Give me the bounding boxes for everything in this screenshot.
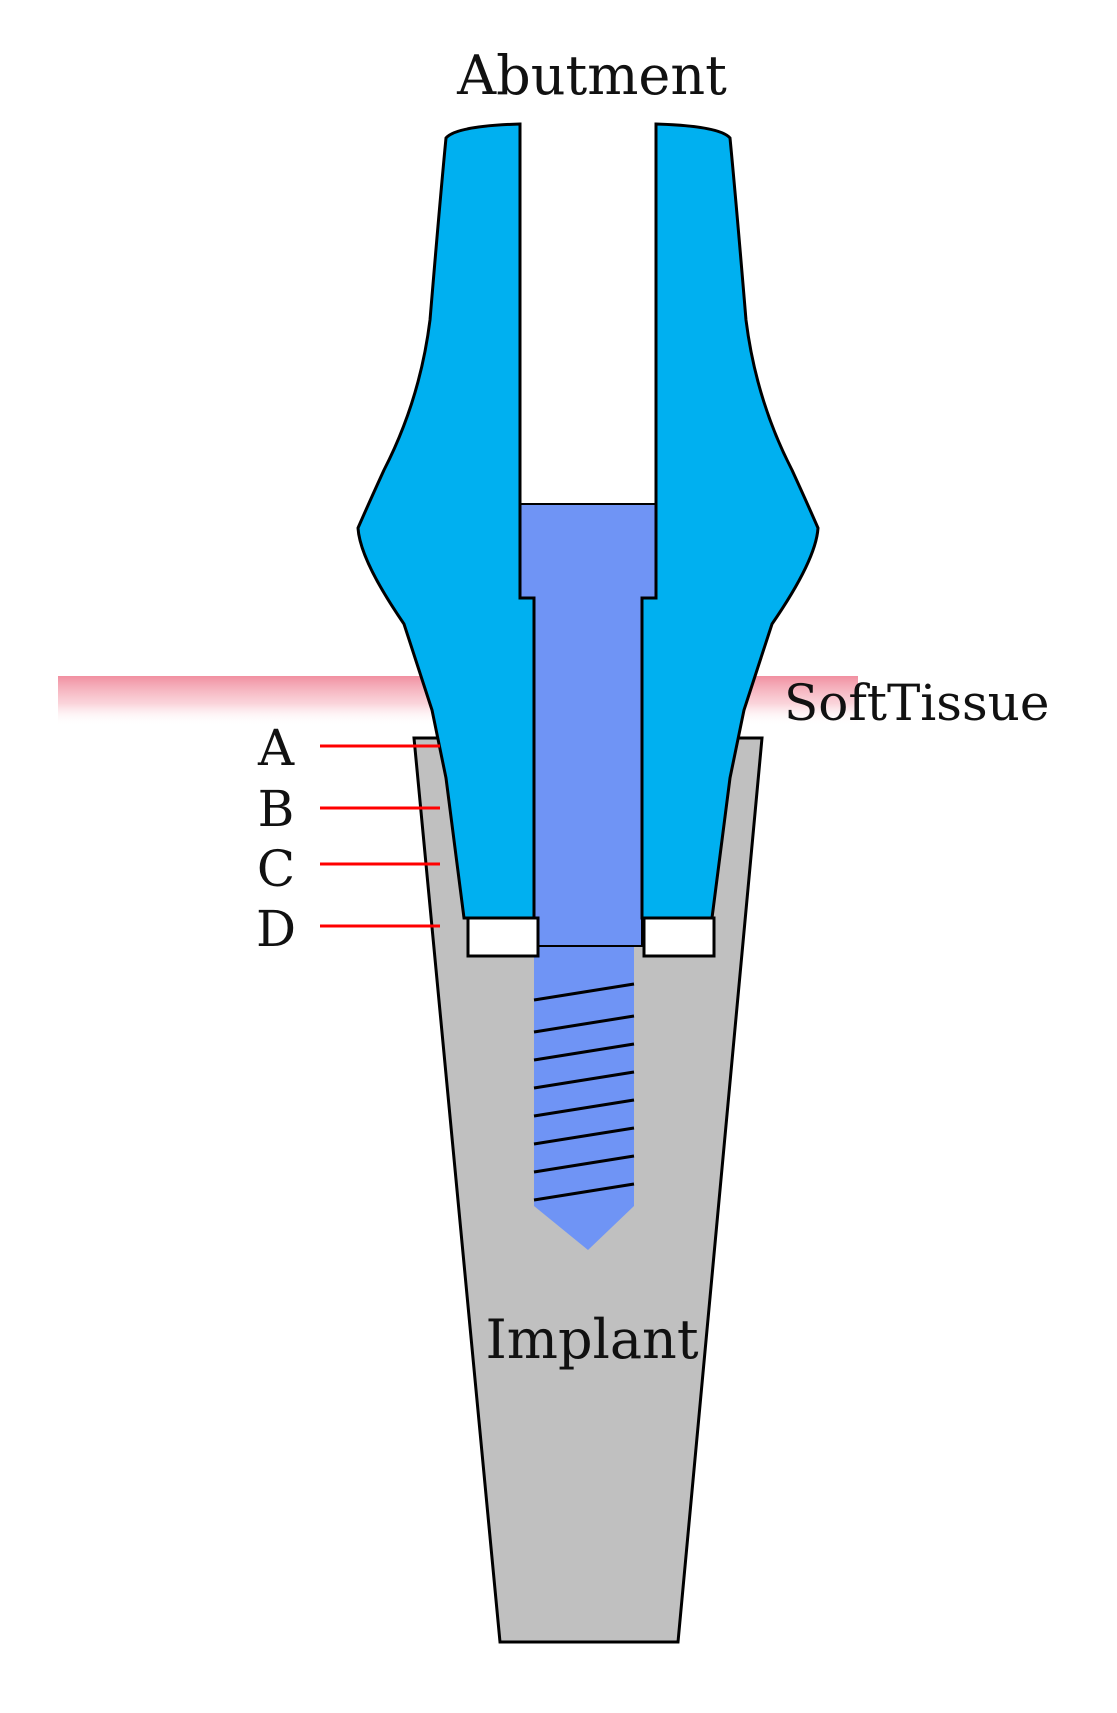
abutment-label: Abutment: [456, 44, 727, 107]
marker-b-label: B: [258, 780, 295, 838]
gap-right: [642, 916, 716, 958]
abutment-screw: [519, 503, 657, 947]
soft-tissue-label: SoftTissue: [784, 674, 1049, 732]
marker-d-label: D: [256, 900, 296, 958]
marker-c-label: C: [257, 840, 295, 898]
abutment-right: [640, 122, 820, 920]
implant-label: Implant: [485, 1308, 698, 1371]
gap-left: [466, 916, 540, 958]
marker-a-label: A: [257, 719, 295, 777]
abutment-left: [356, 122, 536, 920]
screw-thread-lines: [533, 928, 635, 1202]
screw-thread: [534, 940, 634, 1250]
marker-lines: [320, 744, 440, 928]
